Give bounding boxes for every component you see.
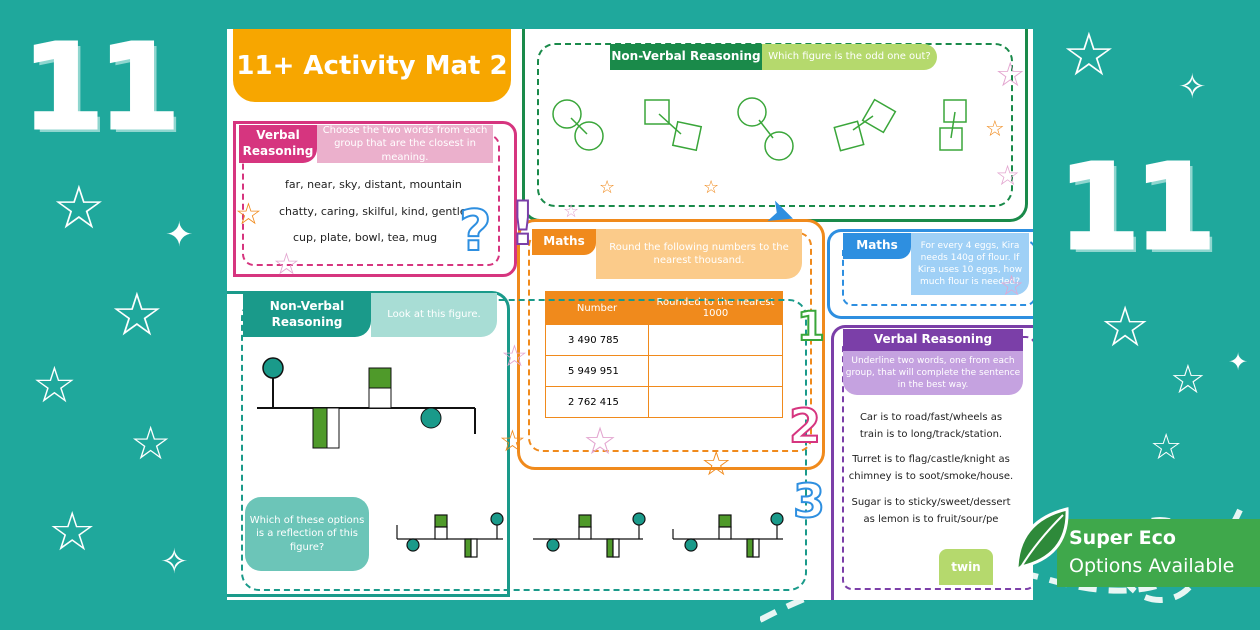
- table-row: 3 490 785: [545, 324, 783, 356]
- nvr-reflection-question: Which of these options is a reflection o…: [245, 497, 369, 571]
- star-icon: ☆: [985, 117, 1005, 142]
- word-group-2: chatty, caring, skilful, kind, gentle: [279, 205, 467, 218]
- table-cell-number: 3 490 785: [545, 324, 649, 356]
- star-icon: ☆: [995, 55, 1026, 95]
- brand-tag: twin: [939, 549, 993, 585]
- number-3-decor: 3: [792, 473, 826, 529]
- maths-tag: Maths: [532, 229, 596, 255]
- super-eco-badge: Super Eco Options Available: [1015, 507, 1260, 587]
- number-2-decor: 2: [788, 398, 822, 454]
- sparkle-icon: ✧: [1178, 67, 1207, 107]
- analogy-2: Turret is to flag/castle/knight as chimn…: [848, 454, 1014, 482]
- star-icon: ☆: [563, 201, 580, 222]
- verbal-reasoning-tag: Verbal Reasoning: [239, 125, 317, 163]
- star-icon: ☆: [1150, 427, 1183, 468]
- star-icon: ☆: [599, 177, 616, 198]
- table-header-number: Number: [545, 291, 649, 325]
- star-icon: ☆: [999, 269, 1025, 302]
- rounding-table: Number Rounded to the nearest 1000 3 490…: [545, 291, 783, 418]
- maths-eggs-question: For every 4 eggs, Kira needs 140g of flo…: [911, 233, 1029, 295]
- star-icon: ☆: [501, 339, 528, 374]
- table-row: 2 762 415: [545, 386, 783, 418]
- answer-cell[interactable]: [648, 386, 783, 418]
- star-icon: ☆: [273, 247, 300, 282]
- star-icon: ☆: [1170, 357, 1206, 403]
- word-group-1: far, near, sky, distant, mountain: [285, 178, 462, 191]
- exclamation-icon: !: [508, 188, 537, 260]
- sparkle-icon: ✧: [160, 542, 189, 582]
- star-icon: ☆: [995, 159, 1021, 192]
- star-icon: ☆: [110, 280, 164, 350]
- star-icon: ☆: [703, 177, 720, 198]
- nvr-options: [396, 512, 784, 558]
- nvr-top-question: Which figure is the odd one out?: [762, 44, 937, 70]
- table-cell-number: 2 762 415: [545, 386, 649, 418]
- nvr-main-figure: [257, 357, 476, 449]
- star-icon: ☆: [583, 419, 618, 463]
- verbal-reasoning-2-tag: Verbal Reasoning: [843, 329, 1023, 351]
- star-icon: ☆: [499, 424, 526, 459]
- activity-mat: 11+ Activity Mat 2 Verbal Reasoning Choo…: [227, 29, 1033, 600]
- eco-line-2: Options Available: [1069, 555, 1235, 577]
- star-icon: ☆: [32, 356, 77, 414]
- nvr-bottom-tag: Non-Verbal Reasoning: [243, 293, 371, 337]
- sparkle-icon: ✦: [165, 215, 194, 255]
- big-eleven-left: 11: [20, 18, 181, 156]
- verbal-reasoning-2-question: Underline two words, one from each group…: [843, 351, 1023, 395]
- nvr-top-tag: Non-Verbal Reasoning: [610, 44, 762, 70]
- nvr-odd-one-out-figures: [552, 97, 967, 161]
- word-group-3: cup, plate, bowl, tea, mug: [293, 231, 438, 244]
- sparkle-icon: ✦: [1228, 348, 1249, 376]
- nvr-bottom-instruction: Look at this figure.: [371, 293, 497, 337]
- star-icon: ☆: [235, 197, 262, 232]
- eco-line-1: Super Eco: [1069, 527, 1176, 549]
- mat-title: 11+ Activity Mat 2: [233, 29, 511, 102]
- leaf-icon: [1007, 501, 1077, 579]
- analogy-1: Car is to road/fast/wheels as train is t…: [859, 412, 1003, 440]
- verbal-reasoning-question: Choose the two words from each group tha…: [317, 125, 493, 163]
- nvr-bottom-panel: [227, 291, 510, 597]
- big-eleven-right: 11: [1056, 138, 1217, 276]
- star-icon: ☆: [48, 500, 97, 563]
- number-1-decor: 1: [796, 303, 826, 351]
- star-icon: ☆: [130, 416, 172, 470]
- star-icon: ☆: [52, 173, 106, 243]
- table-header-rounded: Rounded to the nearest 1000: [648, 291, 783, 325]
- question-mark-icon: ?: [458, 198, 493, 265]
- star-icon: ☆: [1062, 20, 1116, 90]
- maths-2-tag: Maths: [843, 233, 911, 259]
- answer-cell[interactable]: [648, 324, 783, 356]
- star-icon: ☆: [701, 444, 732, 484]
- star-icon: ☆: [1100, 295, 1151, 360]
- nvr-bottom-inner: [241, 299, 807, 591]
- maths-rounding-question: Round the following numbers to the neare…: [596, 229, 802, 279]
- analogy-3: Sugar is to sticky/sweet/dessert as lemo…: [851, 497, 1011, 525]
